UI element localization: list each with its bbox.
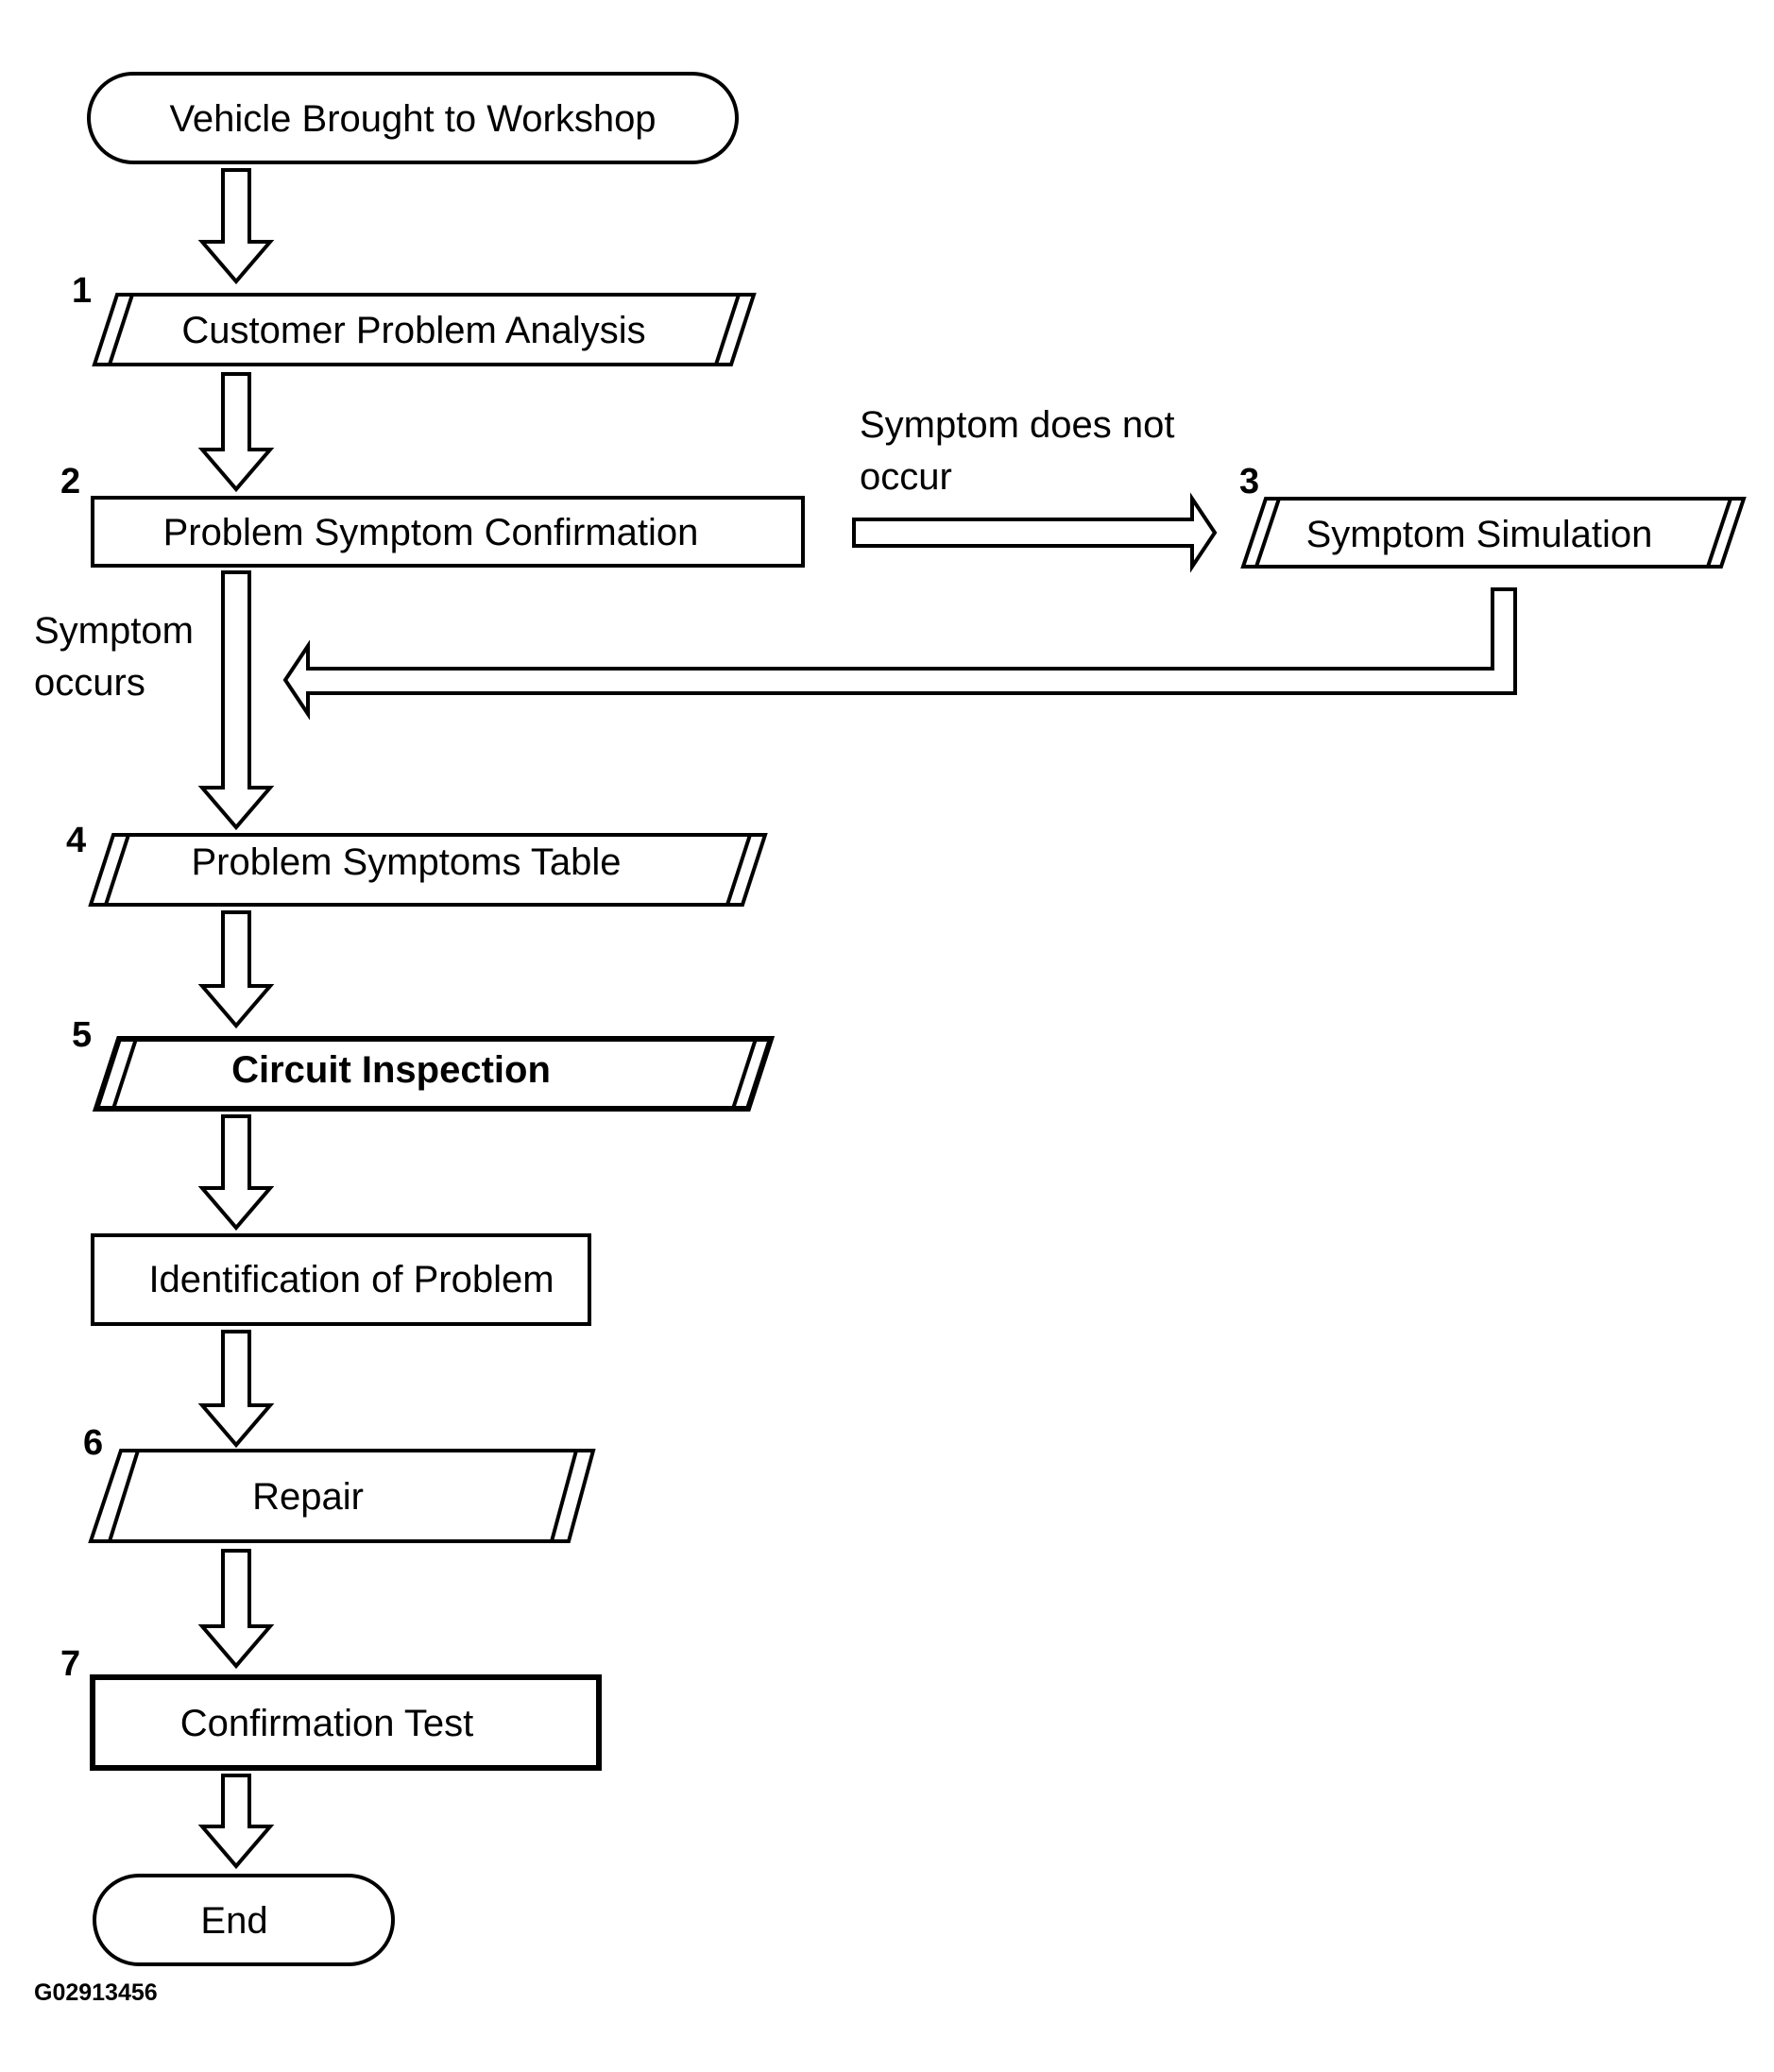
step-number-2: 2: [60, 462, 80, 501]
arrow-right-2-to-3: [852, 492, 1218, 573]
node-problem-symptoms-table-label: Problem Symptoms Table: [192, 841, 622, 883]
node-problem-symptoms-table: 4 Problem Symptoms Table: [66, 821, 768, 907]
arrow-down-5-to-identification: [197, 1114, 275, 1231]
node-circuit-inspection: 5 Circuit Inspection: [72, 1015, 776, 1112]
arrow-return-3-to-main: [282, 587, 1517, 721]
terminator-shape: [93, 1874, 395, 1966]
terminator-shape: [87, 72, 739, 164]
parallelogram-shape: [92, 293, 757, 366]
step-number-5: 5: [72, 1015, 92, 1055]
arrow-down-6-to-7: [197, 1549, 275, 1670]
rectangle-shape: [91, 496, 805, 568]
node-start-label: Vehicle Brought to Workshop: [169, 98, 656, 140]
rectangle-shape: [90, 1674, 602, 1771]
node-problem-symptom-confirmation: 2 Problem Symptom Confirmation: [60, 462, 805, 568]
node-confirmation-test: 7 Confirmation Test: [60, 1644, 602, 1771]
arrow-down-4-to-5: [197, 910, 275, 1029]
arrow-down-identification-to-6: [197, 1330, 275, 1449]
node-start: Vehicle Brought to Workshop: [87, 72, 739, 164]
node-customer-problem-analysis-label: Customer Problem Analysis: [181, 310, 645, 351]
node-problem-symptom-confirmation-label: Problem Symptom Confirmation: [163, 512, 699, 553]
node-repair: 6 Repair: [83, 1423, 596, 1543]
edge-label-line-1: Symptom: [34, 610, 194, 652]
rectangle-shape: [91, 1233, 591, 1326]
parallelogram-shape: [88, 833, 768, 907]
arrow-down-1-to-2: [197, 372, 275, 493]
step-number-3: 3: [1239, 462, 1259, 501]
node-symptom-simulation: 3 Symptom Simulation: [1239, 462, 1747, 569]
arrow-down-2-to-4: [197, 570, 275, 831]
arrow-down-7-to-end: [197, 1774, 275, 1870]
node-identification-of-problem-label: Identification of Problem: [148, 1259, 554, 1300]
edge-label-line-2: occur: [860, 456, 952, 498]
node-repair-label: Repair: [252, 1476, 364, 1518]
arrow-down-start-to-1: [197, 168, 275, 285]
step-number-7: 7: [60, 1644, 80, 1684]
step-number-1: 1: [72, 271, 92, 311]
node-identification-of-problem: Identification of Problem: [91, 1233, 591, 1326]
edge-label-symptom-occurs: Symptom occurs: [34, 610, 194, 704]
node-symptom-simulation-label: Symptom Simulation: [1306, 514, 1653, 555]
edge-label-symptom-does-not-occur: Symptom does not occur: [860, 404, 1175, 498]
node-end-label: End: [200, 1900, 267, 1942]
node-confirmation-test-label: Confirmation Test: [180, 1703, 474, 1744]
node-circuit-inspection-label: Circuit Inspection: [231, 1049, 551, 1091]
figure-id: G02913456: [34, 1979, 158, 2006]
parallelogram-shape: [88, 1449, 596, 1543]
parallelogram-shape: [92, 1036, 776, 1112]
edge-label-line-2: occurs: [34, 662, 145, 704]
node-end: End: [93, 1874, 395, 1966]
node-customer-problem-analysis: 1 Customer Problem Analysis: [72, 271, 757, 366]
parallelogram-shape: [1240, 497, 1747, 569]
edge-label-line-1: Symptom does not: [860, 404, 1175, 446]
step-number-6: 6: [83, 1423, 103, 1463]
step-number-4: 4: [66, 821, 86, 860]
